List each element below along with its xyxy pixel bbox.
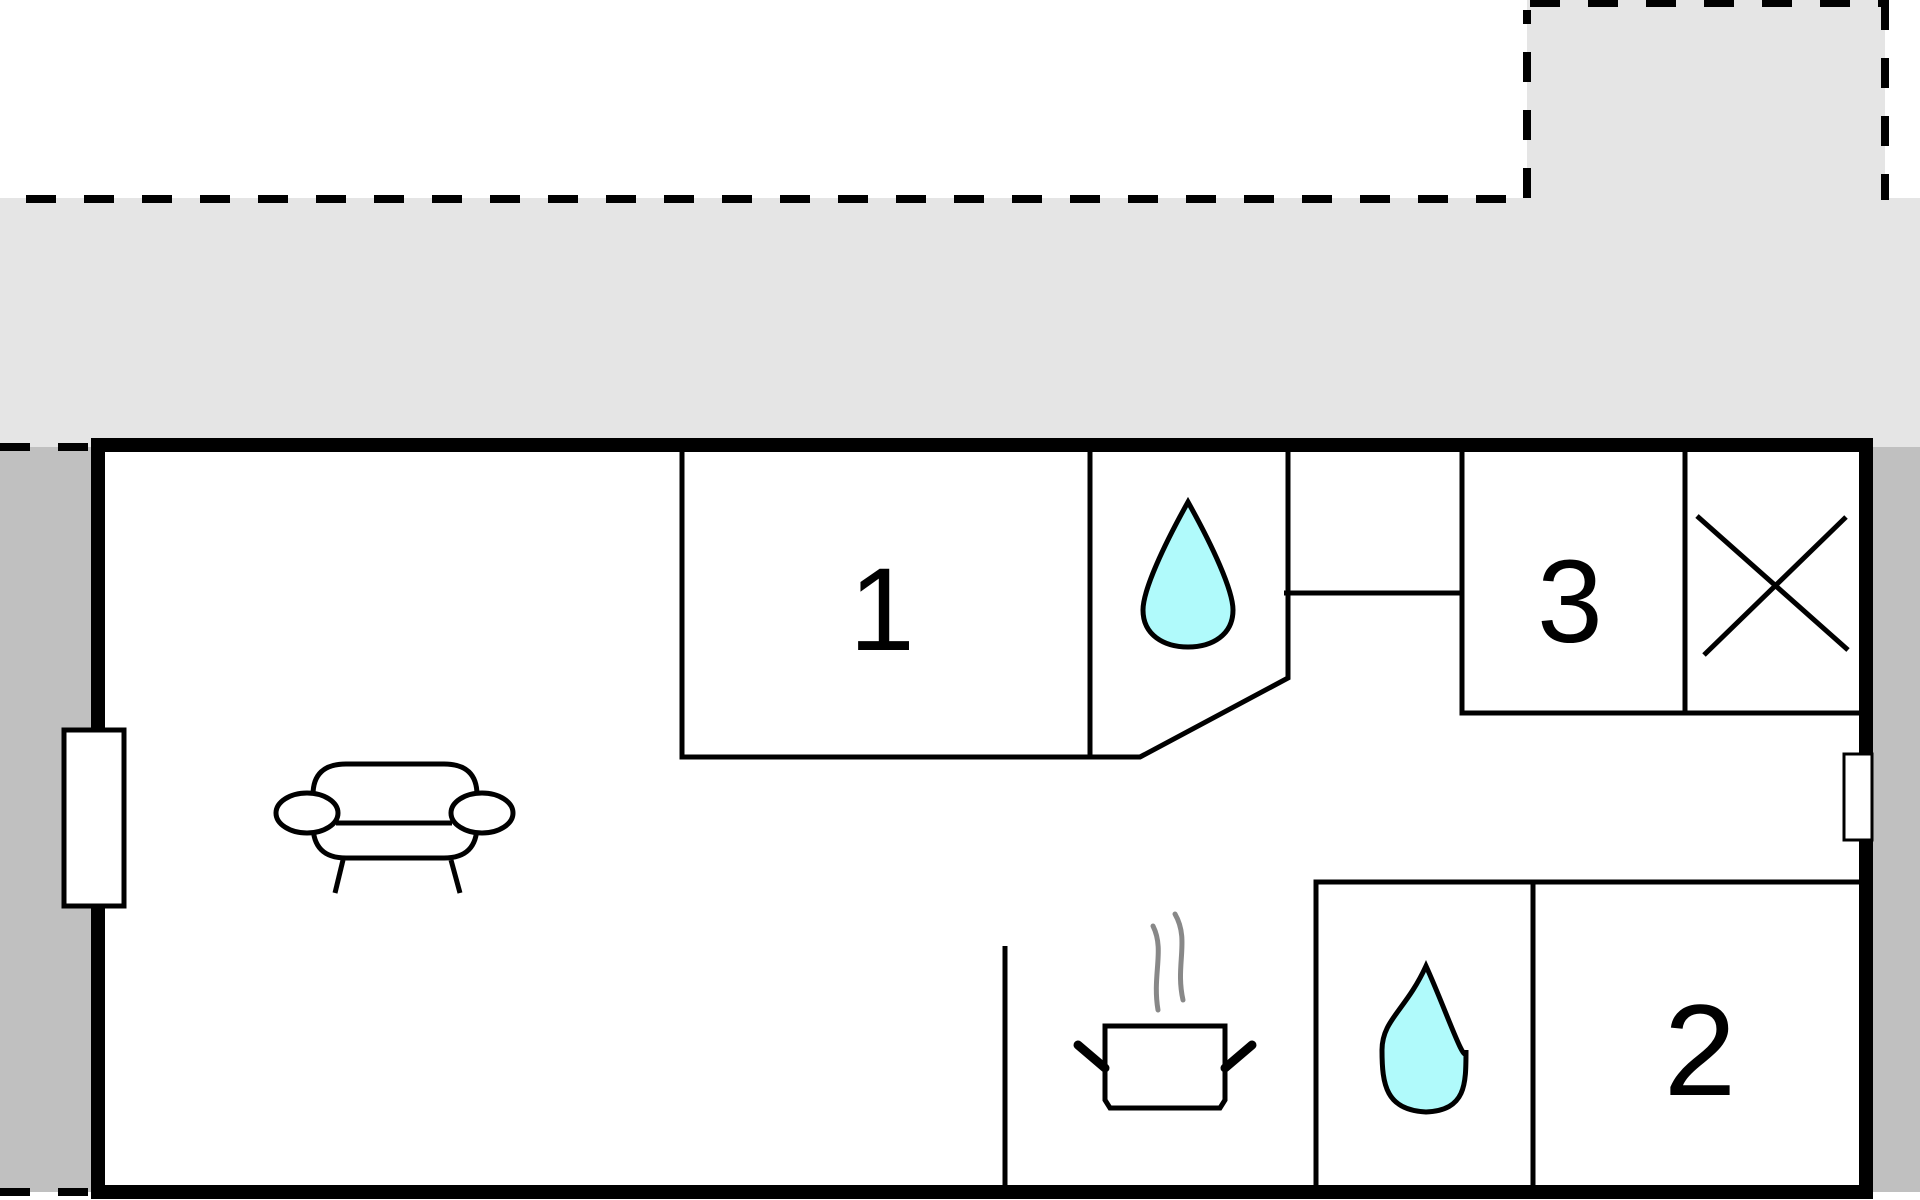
room-label-3: 3	[1537, 536, 1603, 668]
water-drop-icon	[1379, 959, 1469, 1115]
cooking-pot-icon	[1073, 911, 1257, 1111]
room-label-2: 2	[1664, 977, 1736, 1123]
window-west	[61, 727, 127, 909]
water-drop-icon	[1140, 496, 1236, 650]
sofa-icon	[273, 761, 516, 894]
window-east	[1842, 752, 1874, 842]
terrace-extension	[1527, 0, 1885, 200]
cross-icon	[1695, 514, 1850, 657]
terrace-area	[0, 198, 1920, 448]
room-label-1: 1	[849, 544, 915, 676]
interior-walls	[679, 450, 1859, 1188]
east-outdoor-strip	[1872, 447, 1920, 1192]
